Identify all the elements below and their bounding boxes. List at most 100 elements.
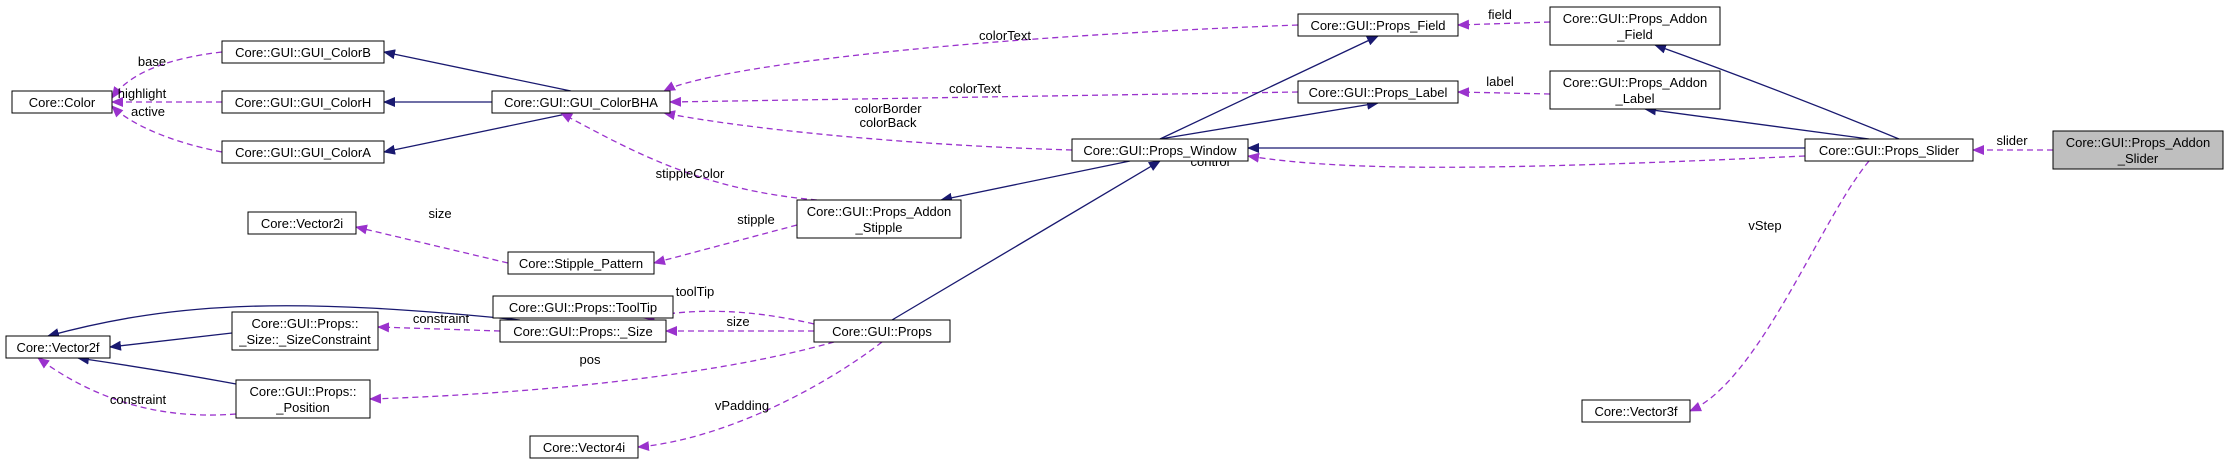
class-node-colorA[interactable]: Core::GUI::GUI_ColorA bbox=[221, 140, 385, 164]
class-node-label: Core::GUI::Props_Addon bbox=[1563, 11, 1708, 26]
class-node-label: Core::GUI::Props_Window bbox=[1083, 143, 1237, 158]
class-node-colorBHA[interactable]: Core::GUI::GUI_ColorBHA bbox=[491, 90, 671, 114]
usage-edge bbox=[560, 112, 818, 201]
class-node-box bbox=[796, 199, 962, 239]
class-node-label: Core::GUI::Props_Addon bbox=[1563, 75, 1708, 90]
edge-label: highlight bbox=[118, 86, 167, 101]
class-node-label: Core::GUI::Props_Label bbox=[1309, 85, 1448, 100]
inheritance-edge bbox=[383, 49, 572, 92]
class-node-label: Core::GUI::Props_Field bbox=[1310, 18, 1445, 33]
class-node-label: Core::GUI::GUI_ColorB bbox=[235, 45, 371, 60]
usage-edge bbox=[653, 224, 798, 266]
class-node-box bbox=[247, 211, 357, 235]
class-node-label: _Label bbox=[1614, 91, 1654, 106]
class-node-addonField[interactable]: Core::GUI::Props_Addon_Field bbox=[1549, 6, 1721, 46]
class-node-box bbox=[11, 90, 113, 114]
class-node-label: Core::GUI::Props::ToolTip bbox=[509, 300, 657, 315]
usage-edge bbox=[663, 24, 1299, 92]
class-node-label: Core::Stipple_Pattern bbox=[519, 256, 643, 271]
usage-edge bbox=[355, 224, 509, 264]
class-node-label: _Size::_SizeConstraint bbox=[238, 332, 371, 347]
class-node-box bbox=[499, 319, 667, 343]
edge-label: field bbox=[1488, 7, 1512, 22]
class-node-label: Core::GUI::GUI_ColorBHA bbox=[504, 95, 658, 110]
usage-edge bbox=[1457, 19, 1551, 30]
class-node-label: Core::Vector2i bbox=[261, 216, 343, 231]
class-node-label: Core::GUI::Props:: bbox=[250, 384, 357, 399]
class-node-box bbox=[221, 140, 385, 164]
class-node-sizeConstraint[interactable]: Core::GUI::Props::_Size::_SizeConstraint bbox=[231, 311, 379, 351]
edge-label: pos bbox=[580, 352, 601, 367]
class-node-label: _Slider bbox=[2117, 151, 2159, 166]
class-node-stipplePattern[interactable]: Core::Stipple_Pattern bbox=[507, 251, 655, 275]
edge-label: constraint bbox=[110, 392, 167, 407]
class-node-label: _Field bbox=[1616, 27, 1652, 42]
usage-edge bbox=[111, 105, 223, 153]
class-node-slider[interactable]: Core::GUI::Props_Slider bbox=[1804, 138, 1974, 162]
class-node-label: _Position bbox=[275, 400, 329, 415]
class-node-label: Core::GUI::GUI_ColorA bbox=[235, 145, 371, 160]
class-node-vector4i[interactable]: Core::Vector4i bbox=[529, 435, 639, 459]
class-node-box bbox=[491, 90, 671, 114]
inheritance-edge bbox=[940, 160, 1131, 203]
usage-edge bbox=[1247, 152, 1806, 168]
class-node-label: Core::GUI::Props_Addon bbox=[807, 204, 952, 219]
class-node-label: Core::Vector3f bbox=[1594, 404, 1677, 419]
usage-edge bbox=[637, 341, 883, 452]
class-node-box bbox=[221, 90, 385, 114]
class-node-addonStipple[interactable]: Core::GUI::Props_Addon_Stipple bbox=[796, 199, 962, 239]
inheritance-edge bbox=[383, 112, 572, 155]
class-node-box bbox=[221, 40, 385, 64]
usage-edge bbox=[1457, 87, 1551, 98]
class-node-position[interactable]: Core::GUI::Props::_Position bbox=[235, 379, 371, 419]
inheritance-edge bbox=[891, 160, 1161, 321]
class-node-addonLabel[interactable]: Core::GUI::Props_Addon_Label bbox=[1549, 70, 1721, 110]
class-node-props[interactable]: Core::GUI::Props bbox=[813, 319, 951, 343]
class-node-label: Core::Vector4i bbox=[543, 440, 625, 455]
class-node-window[interactable]: Core::GUI::Props_Window bbox=[1071, 138, 1249, 162]
edge-labels: basehighlightactivecolorTextcolorTextcol… bbox=[110, 7, 2028, 413]
class-node-addonSlider[interactable]: Core::GUI::Props_Addon_Slider bbox=[2052, 130, 2224, 170]
class-node-box bbox=[529, 435, 639, 459]
class-node-box bbox=[1549, 6, 1721, 46]
class-node-label[interactable]: Core::GUI::Props_Label bbox=[1297, 80, 1459, 104]
inheritance-edge bbox=[1159, 35, 1379, 140]
edge-label: base bbox=[138, 54, 166, 69]
edges bbox=[37, 19, 2053, 452]
edge-label: toolTip bbox=[676, 284, 715, 299]
class-node-color[interactable]: Core::Color bbox=[11, 90, 113, 114]
class-node-label: Core::GUI::Props bbox=[832, 324, 932, 339]
usage-edge bbox=[37, 357, 237, 416]
edge-label: colorText bbox=[979, 28, 1031, 43]
edge-label: size bbox=[428, 206, 451, 221]
edge-label: stipple bbox=[737, 212, 775, 227]
class-node-label: Core::Color bbox=[29, 95, 96, 110]
class-node-field[interactable]: Core::GUI::Props_Field bbox=[1297, 13, 1459, 37]
edge-label: constraint bbox=[413, 311, 470, 326]
edge-label: vStep bbox=[1748, 218, 1781, 233]
edge-label: active bbox=[131, 104, 165, 119]
class-node-vector3f[interactable]: Core::Vector3f bbox=[1581, 399, 1691, 423]
class-node-label: Core::GUI::Props_Addon bbox=[2066, 135, 2211, 150]
class-node-colorH[interactable]: Core::GUI::GUI_ColorH bbox=[221, 90, 385, 114]
inheritance-edge bbox=[1644, 105, 1870, 140]
class-node-vector2i[interactable]: Core::Vector2i bbox=[247, 211, 357, 235]
class-node-box bbox=[2052, 130, 2224, 170]
class-node-box bbox=[1297, 13, 1459, 37]
nodes: Core::ColorCore::GUI::GUI_ColorBCore::GU… bbox=[5, 6, 2224, 459]
class-node-box bbox=[1581, 399, 1691, 423]
class-node-box bbox=[1804, 138, 1974, 162]
inheritance-edge bbox=[1654, 44, 1900, 140]
usage-edge bbox=[377, 322, 501, 333]
usage-edge bbox=[111, 51, 223, 99]
class-node-tooltip[interactable]: Core::GUI::Props::ToolTip bbox=[492, 295, 674, 319]
class-node-colorB[interactable]: Core::GUI::GUI_ColorB bbox=[221, 40, 385, 64]
class-node-vector2f[interactable]: Core::Vector2f bbox=[5, 335, 111, 359]
class-node-size[interactable]: Core::GUI::Props::_Size bbox=[499, 319, 667, 343]
class-node-box bbox=[5, 335, 111, 359]
edge-label: slider bbox=[1996, 133, 2028, 148]
class-node-box bbox=[1297, 80, 1459, 104]
class-node-label: Core::GUI::GUI_ColorH bbox=[235, 95, 372, 110]
inheritance-edge bbox=[1159, 99, 1379, 140]
